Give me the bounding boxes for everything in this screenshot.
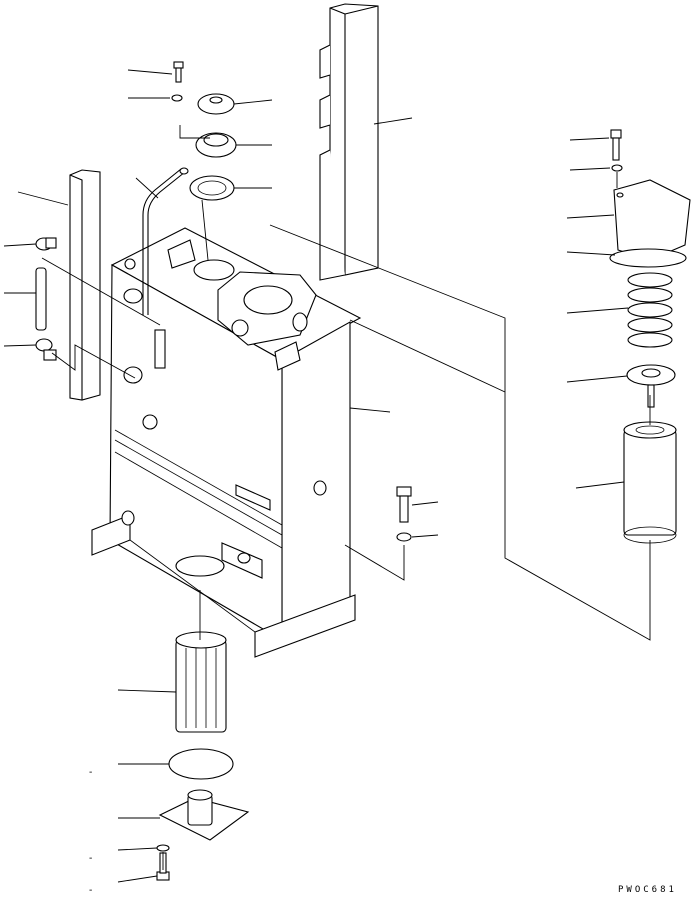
washer-mid bbox=[396, 532, 412, 542]
breather-pipe bbox=[142, 167, 189, 315]
bolt-mid bbox=[396, 486, 412, 523]
assembly-lines bbox=[41, 125, 651, 870]
valve-seat bbox=[626, 364, 676, 408]
hose-pipe bbox=[35, 267, 47, 331]
gasket-top bbox=[189, 175, 235, 201]
o-ring-right bbox=[609, 248, 687, 268]
bolt-right bbox=[610, 129, 622, 161]
filter-cover bbox=[613, 179, 691, 261]
strainer-flange bbox=[195, 132, 237, 158]
spring bbox=[627, 272, 673, 348]
washer-bottom bbox=[156, 844, 170, 852]
bottom-cover bbox=[158, 789, 250, 841]
shield-plate-left bbox=[69, 169, 101, 401]
bolt-top bbox=[173, 61, 184, 83]
hydraulic-tank-body bbox=[91, 227, 362, 658]
cap-cover bbox=[197, 93, 235, 115]
part-mark-1: - bbox=[89, 767, 92, 778]
filter-element-right bbox=[623, 421, 677, 544]
washer-right bbox=[611, 164, 623, 172]
drawing-code: PWOC681 bbox=[618, 885, 677, 895]
callout-leaders bbox=[3, 69, 629, 883]
o-ring-bottom bbox=[168, 748, 234, 780]
shield-plate-tall bbox=[319, 3, 379, 281]
suction-strainer bbox=[175, 631, 227, 733]
washer-top bbox=[171, 94, 183, 102]
part-mark-3: - bbox=[89, 885, 92, 896]
elbow-fitting bbox=[35, 237, 57, 251]
elbow-fitting-lower bbox=[35, 338, 57, 361]
part-mark-2: - bbox=[89, 853, 92, 864]
